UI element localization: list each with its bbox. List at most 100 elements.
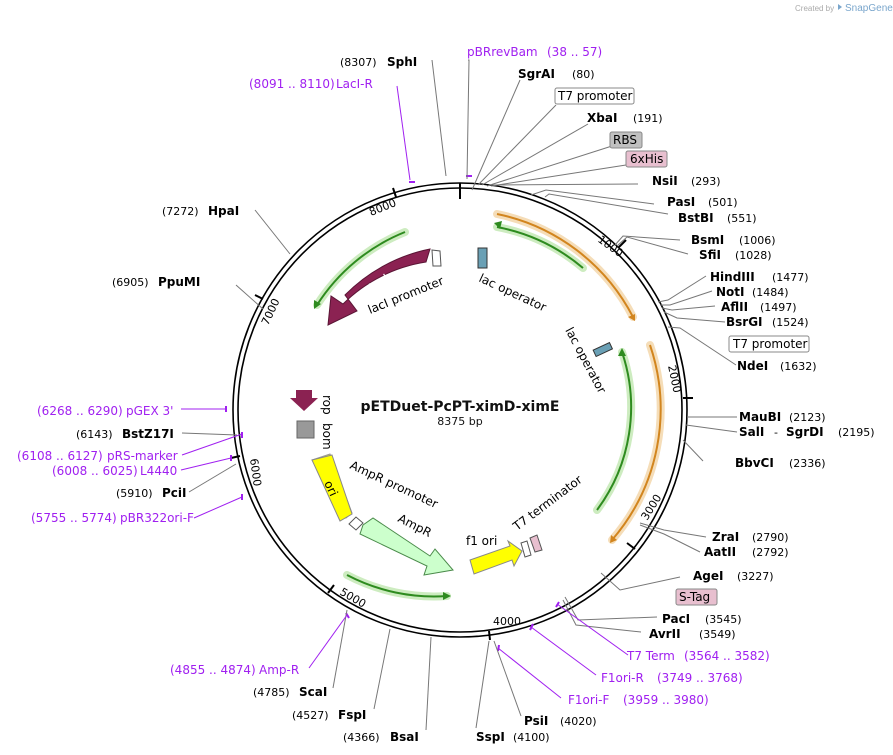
- primer-name[interactable]: pBRrevBam: [467, 45, 538, 59]
- orf-arrow-4: [346, 574, 448, 598]
- enzyme-name[interactable]: ZraI: [712, 530, 739, 544]
- enzyme-name[interactable]: HpaI: [208, 204, 239, 218]
- lac-operator-2-block: [592, 341, 614, 358]
- ampr-arrow: [359, 517, 454, 576]
- t7-promoter-label-1: T7 promoter: [557, 89, 633, 103]
- enzyme-pos: (2195): [838, 426, 875, 439]
- enzyme-pos: (2336): [789, 457, 826, 470]
- enzyme-name[interactable]: BbvCI: [735, 456, 774, 470]
- laci-promoter-block: [431, 249, 442, 267]
- ori-label: ori: [321, 478, 340, 498]
- enzyme-name[interactable]: XbaI: [587, 111, 617, 125]
- enzyme-pos: (80): [572, 68, 595, 81]
- primer-name[interactable]: L4440: [140, 464, 177, 478]
- enzyme-pos: (1028): [735, 249, 772, 262]
- enzyme-pos: (293): [691, 175, 721, 188]
- enzyme-pos: (3545): [705, 613, 742, 626]
- rop-label: rop: [320, 395, 334, 415]
- credit-brand: SnapGene: [845, 3, 893, 14]
- enzyme-name[interactable]: FspI: [338, 708, 366, 722]
- rbs-box[interactable]: [609, 131, 643, 149]
- enzyme-name[interactable]: AvrII: [649, 627, 681, 641]
- enzyme-name[interactable]: BsmI: [691, 233, 724, 247]
- orf-arrow-2: [596, 351, 633, 511]
- primer-range: (6108 .. 6127): [17, 449, 103, 463]
- enzyme-name[interactable]: PasI: [667, 195, 695, 209]
- sal-dash: -: [774, 426, 778, 439]
- enzyme-name[interactable]: PciI: [162, 486, 187, 500]
- enzyme-pos: (1484): [752, 286, 789, 299]
- enzyme-name[interactable]: SgrAI: [518, 67, 555, 81]
- enzyme-pos: (4020): [560, 715, 597, 728]
- enzyme-pos: (1524): [772, 316, 809, 329]
- enzyme-name[interactable]: BstBI: [678, 211, 714, 225]
- enzyme-pos: (3549): [699, 628, 736, 641]
- primer-range: (3564 .. 3582): [684, 649, 770, 663]
- primer-name[interactable]: LacI-R: [336, 77, 373, 91]
- enzyme-name[interactable]: BstZ17I: [122, 427, 174, 441]
- primer-range: (3749 .. 3768): [657, 671, 743, 685]
- enzyme-name[interactable]: SfiI: [699, 248, 721, 262]
- primer-range: (6268 .. 6290): [37, 404, 123, 418]
- plasmid-size: 8375 bp: [437, 415, 482, 428]
- enzyme-name[interactable]: SgrDI: [786, 425, 824, 439]
- primer-name[interactable]: Amp-R: [259, 663, 299, 677]
- enzyme-name[interactable]: BsrGI: [726, 315, 763, 329]
- enzyme-pos: (4527): [292, 709, 329, 722]
- primer-range: (5755 .. 5774): [31, 511, 117, 525]
- t7-terminator-label: T7 terminator: [510, 472, 585, 534]
- laci-arrow: [327, 248, 431, 326]
- enzyme-labels-right: SgrAI (80) XbaI (191) NsiI (293) PasI (5…: [518, 67, 875, 641]
- s-tag-box[interactable]: [675, 588, 718, 606]
- rop-arrow: [290, 390, 318, 411]
- primer-labels: pBRrevBam (38 .. 57) (8091 .. 8110) LacI…: [17, 45, 770, 707]
- enzyme-name[interactable]: NsiI: [652, 174, 678, 188]
- primer-name[interactable]: pGEX 3': [126, 404, 173, 418]
- primer-name[interactable]: pBR322ori-F: [120, 511, 194, 525]
- enzyme-name[interactable]: MauBI: [739, 410, 781, 424]
- enzyme-pos: (1497): [760, 301, 797, 314]
- primer-name[interactable]: T7 Term: [626, 649, 675, 663]
- enzyme-name[interactable]: NdeI: [737, 359, 768, 373]
- primer-name[interactable]: F1ori-F: [568, 693, 609, 707]
- enzyme-pos: (191): [633, 112, 663, 125]
- tick-2000: 2000: [665, 364, 684, 394]
- enzyme-name[interactable]: SspI: [476, 730, 505, 744]
- snapgene-logo-icon: [838, 4, 842, 10]
- enzyme-name[interactable]: ScaI: [299, 685, 327, 699]
- f1-ori-label: f1 ori: [466, 534, 497, 548]
- enzyme-name[interactable]: PpuMI: [158, 275, 200, 289]
- enzyme-name[interactable]: SalI: [739, 425, 764, 439]
- t7-promoter-label-2: T7 promoter: [732, 337, 808, 351]
- enzyme-pos: (1006): [739, 234, 776, 247]
- primer-name[interactable]: F1ori-R: [601, 671, 644, 685]
- enzyme-pos: (6143): [76, 428, 113, 441]
- enzyme-pos: (2790): [752, 531, 789, 544]
- enzyme-pos: (8307): [340, 56, 377, 69]
- ampr-promoter-label: AmpR promoter: [348, 458, 440, 511]
- enzyme-name[interactable]: SphI: [387, 55, 417, 69]
- credit-prefix: Created by: [795, 4, 834, 13]
- primer-name[interactable]: pRS-marker: [107, 449, 178, 463]
- boxed-feature-labels: T7 promoter RBS 6xHis T7 promoter S-Tag: [554, 87, 810, 606]
- plasmid-name: pETDuet-PcPT-ximD-ximE: [361, 399, 560, 415]
- tick-8000: 8000: [367, 196, 398, 219]
- enzyme-name[interactable]: AflII: [721, 300, 748, 314]
- enzyme-name[interactable]: PacI: [662, 612, 690, 626]
- orf-arrow-1: [496, 226, 584, 269]
- t7-promoter-box-2[interactable]: [728, 335, 810, 353]
- t7-terminator-block: [529, 534, 543, 553]
- primer-range: (6008 .. 6025): [52, 464, 138, 478]
- enzyme-name[interactable]: BsaI: [390, 730, 419, 744]
- primer-range: (8091 .. 8110): [249, 77, 335, 91]
- enzyme-name[interactable]: AatII: [704, 545, 736, 559]
- enzyme-name[interactable]: NotI: [716, 285, 745, 299]
- enzyme-pos: (7272): [162, 205, 199, 218]
- enzyme-name[interactable]: HindIII: [710, 270, 755, 284]
- his-tag-box[interactable]: [625, 150, 668, 168]
- enzyme-name[interactable]: PsiI: [524, 714, 548, 728]
- enzyme-name[interactable]: AgeI: [693, 569, 723, 583]
- enzyme-pos: (2123): [789, 411, 826, 424]
- orf-arrowheads: [314, 221, 626, 600]
- t7-promoter-box-1[interactable]: [554, 87, 635, 105]
